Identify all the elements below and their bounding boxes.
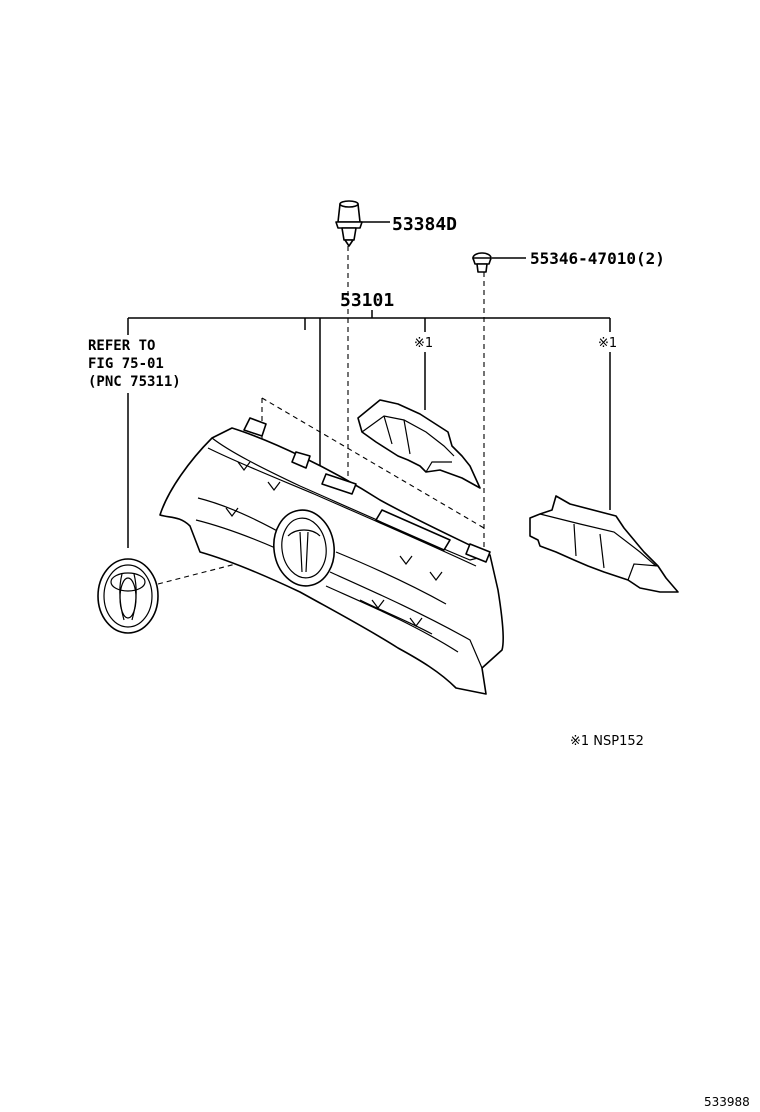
toyota-emblem-icon bbox=[97, 558, 159, 634]
label-refer-to-line1: REFER TO bbox=[88, 338, 155, 354]
push-clip-icon bbox=[335, 200, 363, 247]
leader-lines bbox=[127, 221, 611, 548]
label-mark-left: ※1 bbox=[414, 336, 433, 351]
label-53384d: 53384D bbox=[392, 214, 457, 235]
label-refer-to-line3: (PNC 75311) bbox=[88, 374, 181, 390]
dash-emblem bbox=[157, 549, 291, 585]
radiator-grille bbox=[159, 417, 505, 695]
label-note: ※1 NSP152 bbox=[570, 734, 644, 749]
label-diagram-id: 533988 bbox=[704, 1095, 750, 1109]
label-mark-right: ※1 bbox=[598, 336, 617, 351]
screw-grommet-icon bbox=[472, 252, 492, 273]
label-53101: 53101 bbox=[340, 290, 394, 311]
label-refer-to-line2: FIG 75-01 bbox=[88, 356, 164, 372]
label-55346-47010: 55346-47010(2) bbox=[530, 249, 665, 268]
grille-bracket-left bbox=[357, 399, 481, 489]
grille-bracket-right bbox=[529, 495, 679, 593]
dashed-alignment-lines bbox=[157, 246, 485, 585]
dash-diagonal bbox=[261, 397, 485, 529]
